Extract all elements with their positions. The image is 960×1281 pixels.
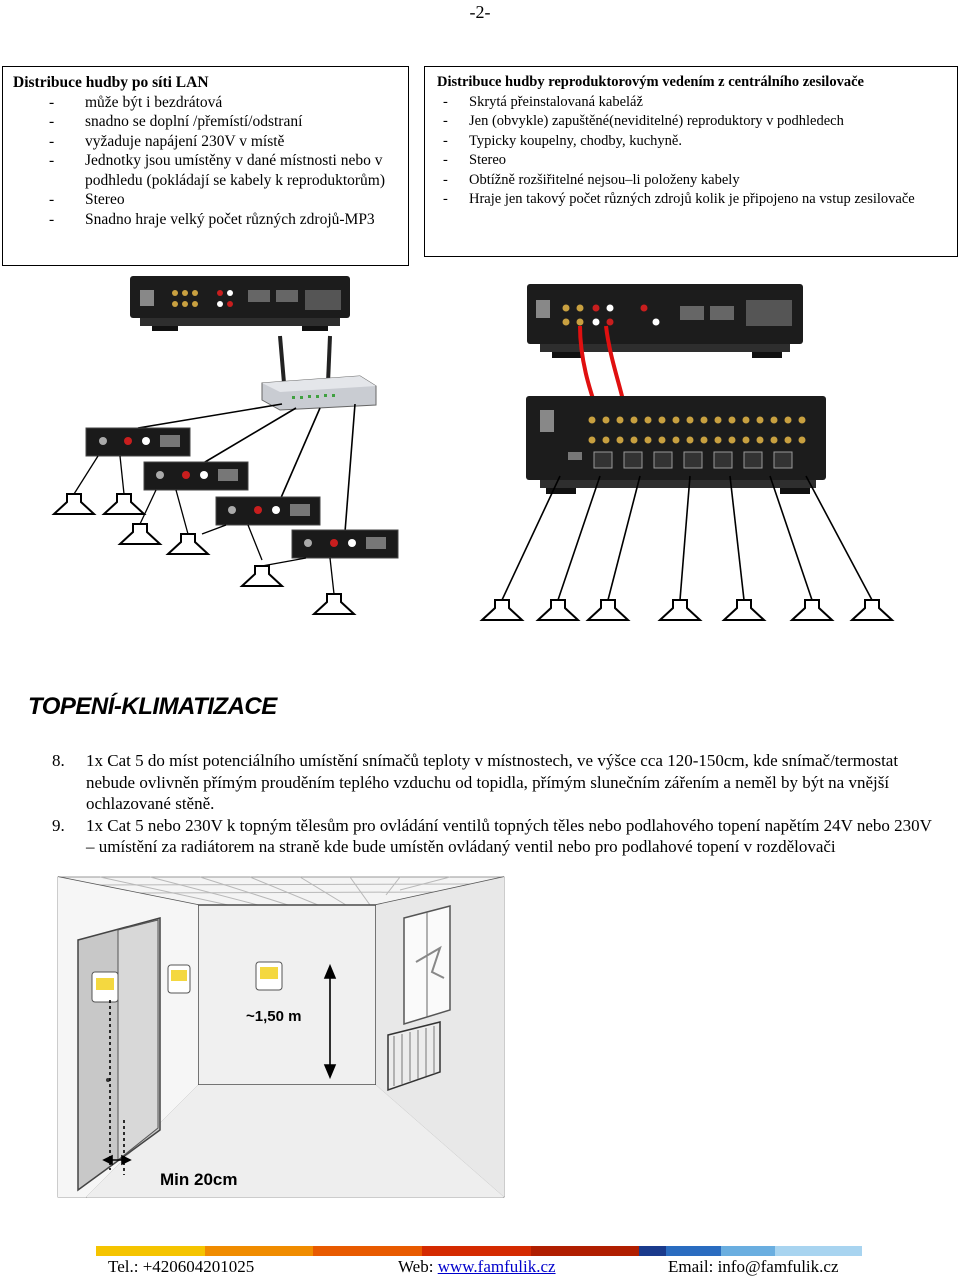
central-amplifier xyxy=(526,396,826,494)
lan-distribution-title: Distribuce hudby po síti LAN xyxy=(13,74,209,91)
streamer-device xyxy=(130,276,350,331)
item-text: 1x Cat 5 nebo 230V k topným tělesům pro … xyxy=(86,815,932,857)
door xyxy=(77,917,161,1192)
room-unit xyxy=(143,461,249,491)
website-link[interactable]: www.famfulik.cz xyxy=(437,1257,556,1276)
speaker-wiring-title: Distribuce hudby reproduktorovým vedením… xyxy=(437,74,864,90)
radiator xyxy=(387,1021,441,1092)
speaker-icon xyxy=(53,493,355,615)
list-item: -Obtížně rozšiřitelné nejsou–li položeny… xyxy=(443,171,740,188)
lan-distribution-box: Distribuce hudby po síti LAN -může být i… xyxy=(2,66,409,266)
item-text: 1x Cat 5 do míst potenciálního umístění … xyxy=(86,751,899,813)
list-item: -Snadno hraje velký počet různých zdrojů… xyxy=(49,210,375,228)
list-item: -Stereo xyxy=(49,191,125,208)
list-item: -vyžaduje napájení 230V v místě xyxy=(49,132,285,150)
wifi-router xyxy=(261,335,377,411)
list-item: -Hraje jen takový počet různých zdrojů k… xyxy=(443,191,915,207)
speaker-wiring-list: -Skrytá přeinstalovaná kabeláž -Jen (obv… xyxy=(437,93,947,210)
list-item: -Typicky koupelny, chodby, kuchyně. xyxy=(443,132,682,149)
speaker-wiring-box: Distribuce hudby reproduktorovým vedením… xyxy=(424,66,958,257)
item-number: 9. xyxy=(52,815,65,835)
footer-color-bar xyxy=(96,1246,863,1256)
min-distance-label: Min 20cm xyxy=(160,1170,238,1189)
thermostat-icon xyxy=(255,961,283,991)
thermostat-icon xyxy=(91,971,119,1003)
height-label: ~1,50 m xyxy=(246,1008,302,1025)
thermostat-icon xyxy=(167,964,191,994)
list-item: -může být i bezdrátová xyxy=(49,93,223,111)
speaker-icon xyxy=(481,599,893,621)
footer-email[interactable]: Email: info@famfulik.cz xyxy=(668,1257,839,1276)
item-number: 8. xyxy=(52,751,65,770)
page-number: -2- xyxy=(469,2,491,22)
footer-web: Web: www.famfulik.cz xyxy=(398,1257,556,1276)
list-item: -Skrytá přeinstalovaná kabeláž xyxy=(443,93,643,110)
room-unit xyxy=(215,496,321,526)
heating-requirements-list: 8. 1x Cat 5 do míst potenciálního umístě… xyxy=(52,750,932,858)
source-device xyxy=(527,284,803,358)
lan-distribution-list: -může být i bezdrátová -snadno se doplní… xyxy=(13,93,398,230)
list-item: 9. 1x Cat 5 nebo 230V k topným tělesům p… xyxy=(52,815,932,858)
list-item: -snadno se doplní /přemístí/odstraní xyxy=(49,113,303,130)
list-item: -Jen (obvykle) zapuštěné(neviditelné) re… xyxy=(443,113,844,129)
section-title: TOPENÍ-KLIMATIZACE xyxy=(28,693,277,720)
list-item: 8. 1x Cat 5 do míst potenciálního umístě… xyxy=(52,750,932,815)
list-item: -Jednotky jsou umístěny v dané místnosti… xyxy=(49,152,386,189)
footer-phone: Tel.: +420604201025 xyxy=(108,1257,255,1276)
room-unit xyxy=(291,529,399,559)
room-unit xyxy=(85,427,191,457)
list-item: -Stereo xyxy=(443,152,507,168)
window xyxy=(403,905,451,1026)
